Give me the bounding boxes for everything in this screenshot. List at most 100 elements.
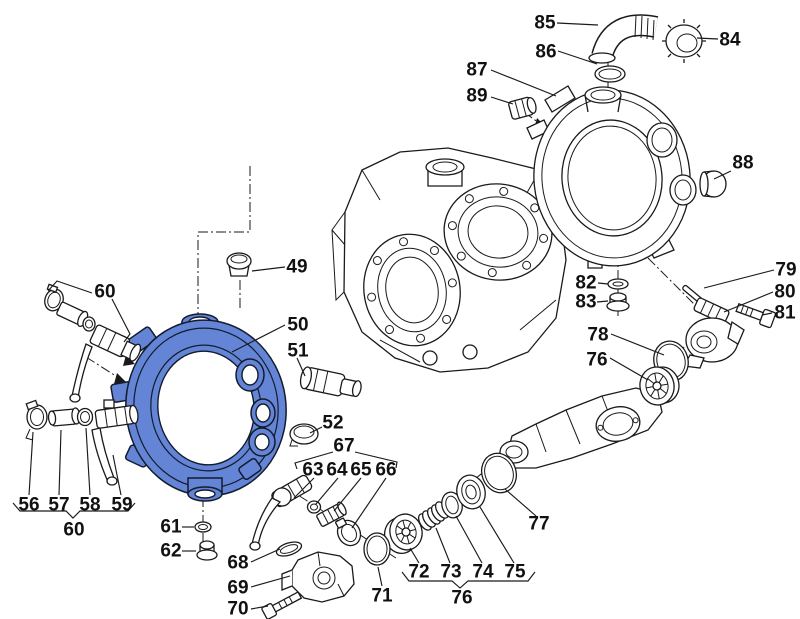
assembly-valve [89,324,142,362]
part-label-50: 50 [287,315,308,336]
leader-80 [723,291,774,313]
part-label-66: 66 [375,460,396,481]
nut-scallops [662,19,706,63]
part-label-60-bottom: 60 [63,520,84,541]
part-label-49: 49 [286,257,307,278]
bolt-hole [447,278,457,288]
part-label-79: 79 [775,260,796,281]
valve-end [129,343,142,362]
assembly-o-ring-inner [85,319,93,329]
flange-mid [457,196,539,268]
cap-detail [230,254,248,264]
valve-bore-inner [696,335,712,349]
seat-mid [461,479,481,505]
gasket-outer [275,541,303,557]
leader-85 [556,22,599,26]
part-label-58: 58 [79,495,100,516]
part-label-86: 86 [535,42,556,63]
bolt-hole [597,424,604,431]
leader-65 [333,477,362,512]
elbow-tube [592,15,658,59]
leader-63 [293,477,315,499]
housing-detail [317,551,345,597]
part-84-ring-nut [662,19,706,63]
part-68-gasket [275,541,303,557]
manifold-body [499,387,663,469]
part-71-o-ring [363,532,391,566]
part-70-bolt [261,591,303,619]
part-label-87: 87 [466,60,487,81]
clamp-screw [25,399,39,411]
ring-side-port-bore [651,127,673,153]
valve-lever [251,497,282,547]
stub [238,457,262,481]
fitting-ridges [321,506,340,524]
leader-81 [761,312,773,316]
bolt-hole [530,203,540,213]
bolt-hole [398,237,408,247]
bolt-head [759,308,777,329]
leader-89 [490,96,514,105]
washer-inner [612,281,624,287]
bolt-hole [456,251,466,261]
part-label-73: 73 [440,562,461,583]
washer-inner [198,524,208,530]
boss [462,344,478,360]
nut-bore [676,33,698,53]
right-port-bore [254,433,270,451]
part-50-manifold-ring-highlighted [110,313,287,502]
part-label-83: 83 [575,292,596,313]
cap-body [693,297,730,324]
part-label-74: 74 [472,562,494,583]
washer-outer [607,278,629,290]
clamp-inner [30,408,44,426]
housing-outline [291,551,355,603]
valve-nut [103,399,115,409]
part-88-plug [699,170,727,198]
o-ring-inner [310,503,318,511]
assembly-lever [71,343,93,399]
leader-57 [58,429,62,496]
part-label-76-right: 76 [586,350,607,371]
bolt-hole [539,233,549,243]
leader-87 [490,69,557,97]
part-label-88: 88 [732,153,753,174]
bolt-hole [385,325,395,335]
boss [422,350,438,366]
flange-mid [377,247,447,333]
bolt-threads [278,596,293,609]
o-ring-outer [363,532,391,566]
clamp-inner [47,291,61,309]
housing-neck [281,569,293,591]
part-labels: 49 50 51 52 56 57 58 59 60 60 61 62 63 6… [18,13,796,619]
part-83-nut [606,292,630,312]
part-label-81: 81 [774,303,796,324]
part-label-78: 78 [587,325,608,346]
leader-50 [231,324,286,353]
part-label-71: 71 [371,586,393,607]
leader-75 [479,506,515,564]
leader-73 [435,527,451,564]
clamp-screw [335,517,347,529]
bolt-hole [487,268,497,278]
part-73-spring [417,501,450,531]
group-brackets [12,280,536,589]
leader-51 [296,357,306,377]
leader-76-right [609,357,649,381]
part-57-fitting [47,407,81,427]
bolt-hole [522,260,532,270]
plug-tab [289,439,298,447]
assembly-clamp [44,283,64,312]
ring-top-port-bore [590,89,616,101]
pump-body-detail [331,169,557,363]
part-label-61: 61 [160,517,182,538]
part-label-69: 69 [227,578,248,599]
ring-side-port [669,174,697,206]
adapter-end [351,380,362,398]
leader-lines [28,22,775,610]
valve-lug [727,320,745,345]
leader-82 [597,282,609,285]
leader-71 [377,566,383,587]
elbow-threads [634,15,655,41]
